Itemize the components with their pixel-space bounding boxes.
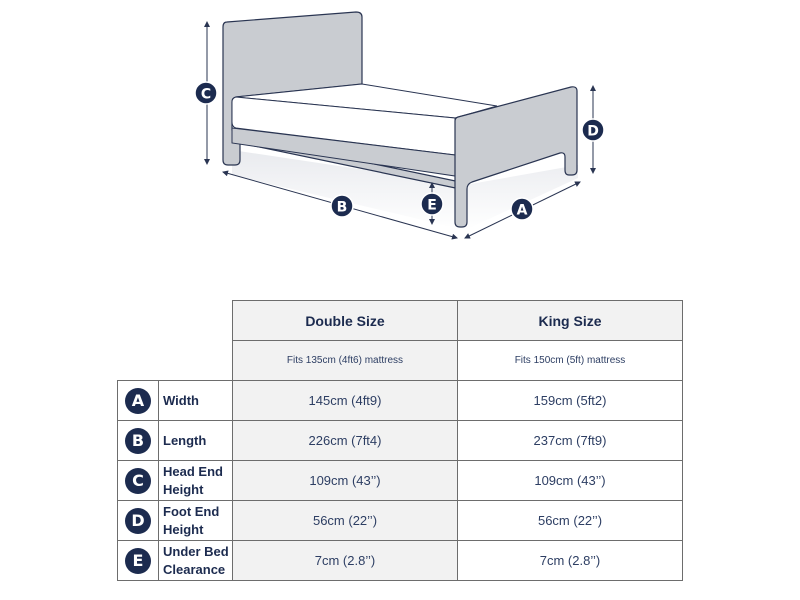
- row-icon-cell: C: [117, 460, 159, 501]
- marker-d-icon: D: [125, 507, 151, 534]
- value-king: 159cm (5ft2): [533, 393, 607, 408]
- table-cell: 7cm (2.8’’): [457, 540, 683, 581]
- value-king: 237cm (7ft9): [533, 433, 607, 448]
- column-subtitle-king: Fits 150cm (5ft) mattress: [457, 340, 683, 381]
- column-subtitle-double: Fits 135cm (4ft6) mattress: [232, 340, 458, 381]
- value-double: 56cm (22’’): [312, 513, 378, 528]
- marker-c-icon: C: [125, 467, 151, 494]
- column-subtitle: Fits 135cm (4ft6) mattress: [286, 355, 404, 366]
- value-king: 7cm (2.8’’): [539, 553, 601, 568]
- value-double: 226cm (7ft4): [308, 433, 382, 448]
- svg-text:C: C: [201, 87, 211, 103]
- row-label-text: Foot End Height: [163, 503, 220, 537]
- table-cell: 159cm (5ft2): [457, 380, 683, 421]
- row-label-text: Width: [163, 392, 199, 408]
- table-cell: 109cm (43’’): [457, 460, 683, 501]
- row-label: Length: [158, 420, 233, 461]
- column-title: Double Size: [305, 312, 385, 329]
- bed-diagram: C D B E A: [0, 0, 800, 260]
- row-label-text: Length: [163, 432, 207, 448]
- table-cell: 56cm (22’’): [232, 500, 458, 541]
- svg-text:D: D: [587, 124, 599, 140]
- table-cell: 145cm (4ft9): [232, 380, 458, 421]
- marker-e-icon: E: [420, 192, 444, 216]
- row-label: Under Bed Clearance: [158, 540, 233, 581]
- row-icon-cell: B: [117, 420, 159, 461]
- table-cell: 56cm (22’’): [457, 500, 683, 541]
- table-cell: 7cm (2.8’’): [232, 540, 458, 581]
- table-cell: 226cm (7ft4): [232, 420, 458, 461]
- bed-illustration: C D B E A: [194, 11, 605, 240]
- row-label-text: Under Bed Clearance: [163, 543, 229, 577]
- column-subtitle: Fits 150cm (5ft) mattress: [514, 355, 626, 366]
- column-header-king: King Size: [457, 300, 683, 341]
- marker-c-icon: C: [194, 81, 218, 105]
- column-header-double: Double Size: [232, 300, 458, 341]
- marker-a-icon: A: [125, 387, 151, 414]
- row-label-text: Head End Height: [163, 463, 223, 497]
- marker-e-icon: E: [125, 547, 151, 574]
- value-double: 145cm (4ft9): [308, 393, 382, 408]
- value-king: 109cm (43’’): [534, 473, 606, 488]
- marker-d-icon: D: [581, 118, 605, 142]
- table-cell: 237cm (7ft9): [457, 420, 683, 461]
- row-icon-cell: D: [117, 500, 159, 541]
- marker-b-icon: B: [125, 427, 151, 454]
- column-title: King Size: [538, 312, 602, 329]
- value-double: 109cm (43’’): [309, 473, 381, 488]
- row-label: Head End Height: [158, 460, 233, 501]
- value-double: 7cm (2.8’’): [314, 553, 376, 568]
- marker-a-icon: A: [510, 197, 534, 221]
- svg-text:B: B: [337, 200, 348, 216]
- row-label: Foot End Height: [158, 500, 233, 541]
- row-icon-cell: E: [117, 540, 159, 581]
- value-king: 56cm (22’’): [537, 513, 603, 528]
- svg-text:A: A: [517, 203, 528, 219]
- row-icon-cell: A: [117, 380, 159, 421]
- svg-text:E: E: [427, 198, 437, 214]
- row-label: Width: [158, 380, 233, 421]
- marker-b-icon: B: [330, 194, 354, 218]
- table-cell: 109cm (43’’): [232, 460, 458, 501]
